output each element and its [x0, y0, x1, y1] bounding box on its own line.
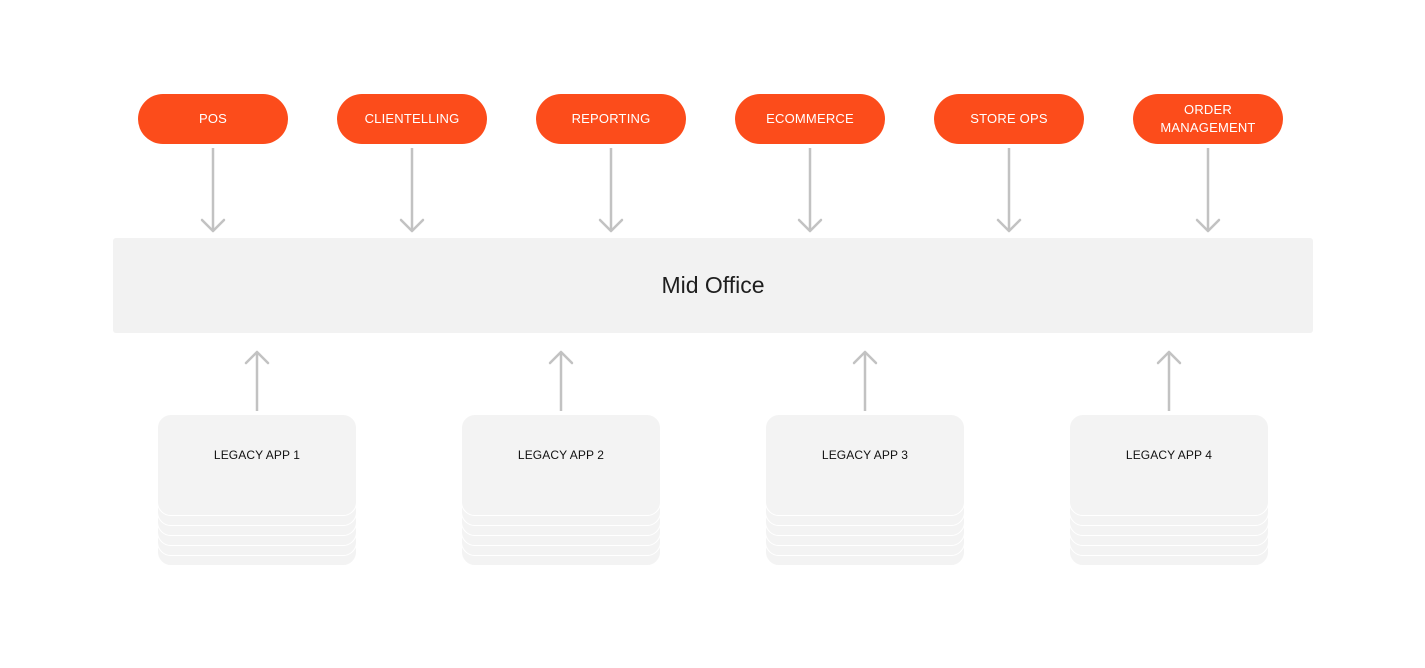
down-arrows: [200, 148, 1221, 233]
down-arrow: [200, 148, 226, 233]
up-arrow: [244, 350, 270, 411]
system-store-ops: STORE OPS: [934, 94, 1084, 144]
down-arrow: [399, 148, 425, 233]
system-reporting: REPORTING: [536, 94, 686, 144]
legacy-app-stack-4: LEGACY APP 4: [1069, 414, 1269, 566]
system-order-management: ORDER MANAGEMENT: [1133, 94, 1283, 144]
legacy-app-label: LEGACY APP 1: [213, 448, 301, 462]
down-arrow: [996, 148, 1022, 233]
stack-front-card: [157, 414, 357, 516]
legacy-app-stack-3: LEGACY APP 3: [765, 414, 965, 566]
up-arrow: [852, 350, 878, 411]
up-arrows: [244, 350, 1182, 411]
down-arrow: [1195, 148, 1221, 233]
up-arrow: [548, 350, 574, 411]
legacy-app-stack-2: LEGACY APP 2: [461, 414, 661, 566]
system-clientelling: CLIENTELLING: [337, 94, 487, 144]
legacy-app-stack-1: LEGACY APP 1: [157, 414, 357, 566]
stack-front-card: [765, 414, 965, 516]
legacy-app-label: LEGACY APP 3: [821, 448, 909, 462]
stack-front-card: [1069, 414, 1269, 516]
mid-office-hub: Mid Office: [113, 238, 1313, 333]
mid-office-label: Mid Office: [661, 272, 765, 298]
system-pos: POS: [138, 94, 288, 144]
up-arrow: [1156, 350, 1182, 411]
legacy-app-label: LEGACY APP 2: [517, 448, 605, 462]
down-arrow: [598, 148, 624, 233]
stack-front-card: [461, 414, 661, 516]
down-arrow: [797, 148, 823, 233]
system-ecommerce: ECOMMERCE: [735, 94, 885, 144]
legacy-app-label: LEGACY APP 4: [1125, 448, 1213, 462]
